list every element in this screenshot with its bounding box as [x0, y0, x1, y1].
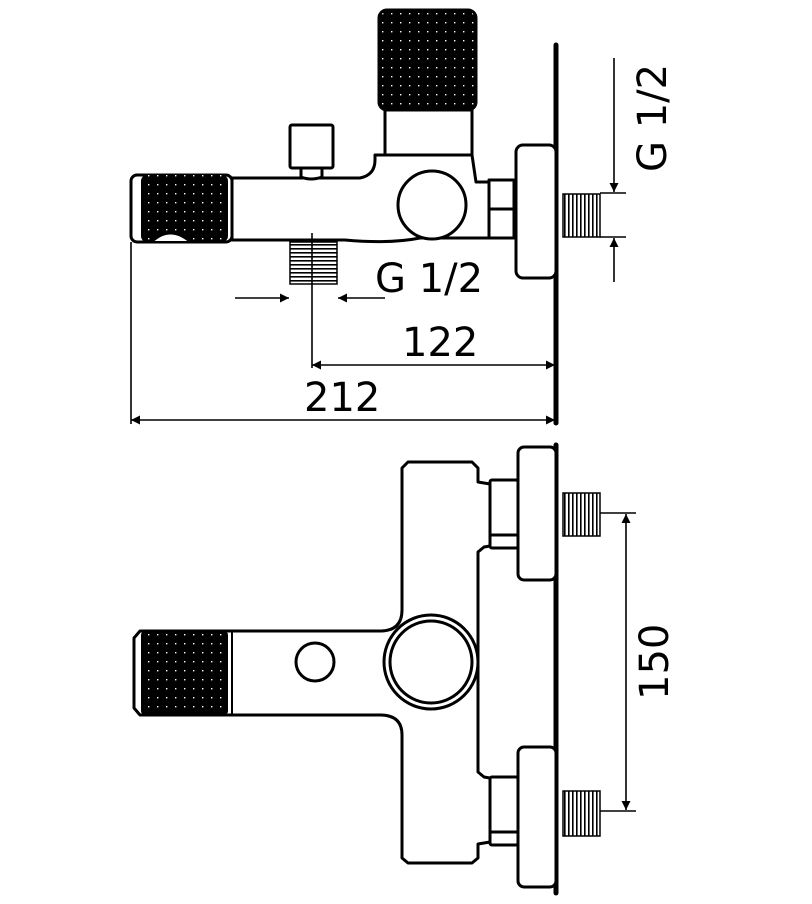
dimension-212-label: 212 [304, 375, 380, 421]
inlet-thread-label: G 1/2 [630, 64, 676, 172]
knob-neck [383, 108, 474, 157]
inlet-thread [562, 193, 601, 238]
diverter-button [294, 641, 336, 683]
dimension-122-label: 122 [402, 320, 478, 366]
diverter-button [288, 123, 335, 170]
flow-handle-knurl [141, 175, 228, 242]
thermostat-knob [377, 8, 478, 112]
flow-handle-knurl [141, 631, 228, 715]
lower-inlet-thread [562, 790, 601, 837]
upper-inlet-thread [562, 492, 601, 537]
lower-nut [488, 775, 520, 847]
dimension-150-label: 150 [632, 624, 678, 700]
outlet-thread-label: G 1/2 [375, 256, 483, 302]
upper-nut [488, 478, 520, 550]
temperature-dial [382, 613, 480, 711]
temperature-dial [396, 169, 468, 241]
upper-escutcheon [516, 445, 558, 582]
escutcheon [514, 143, 558, 280]
diverter-stem [299, 166, 324, 181]
lower-escutcheon [516, 745, 558, 889]
side-view: G 1/2 122 212 G 1/2 [129, 8, 676, 426]
front-view: 150 [132, 442, 678, 896]
outlet-thread [289, 241, 338, 285]
